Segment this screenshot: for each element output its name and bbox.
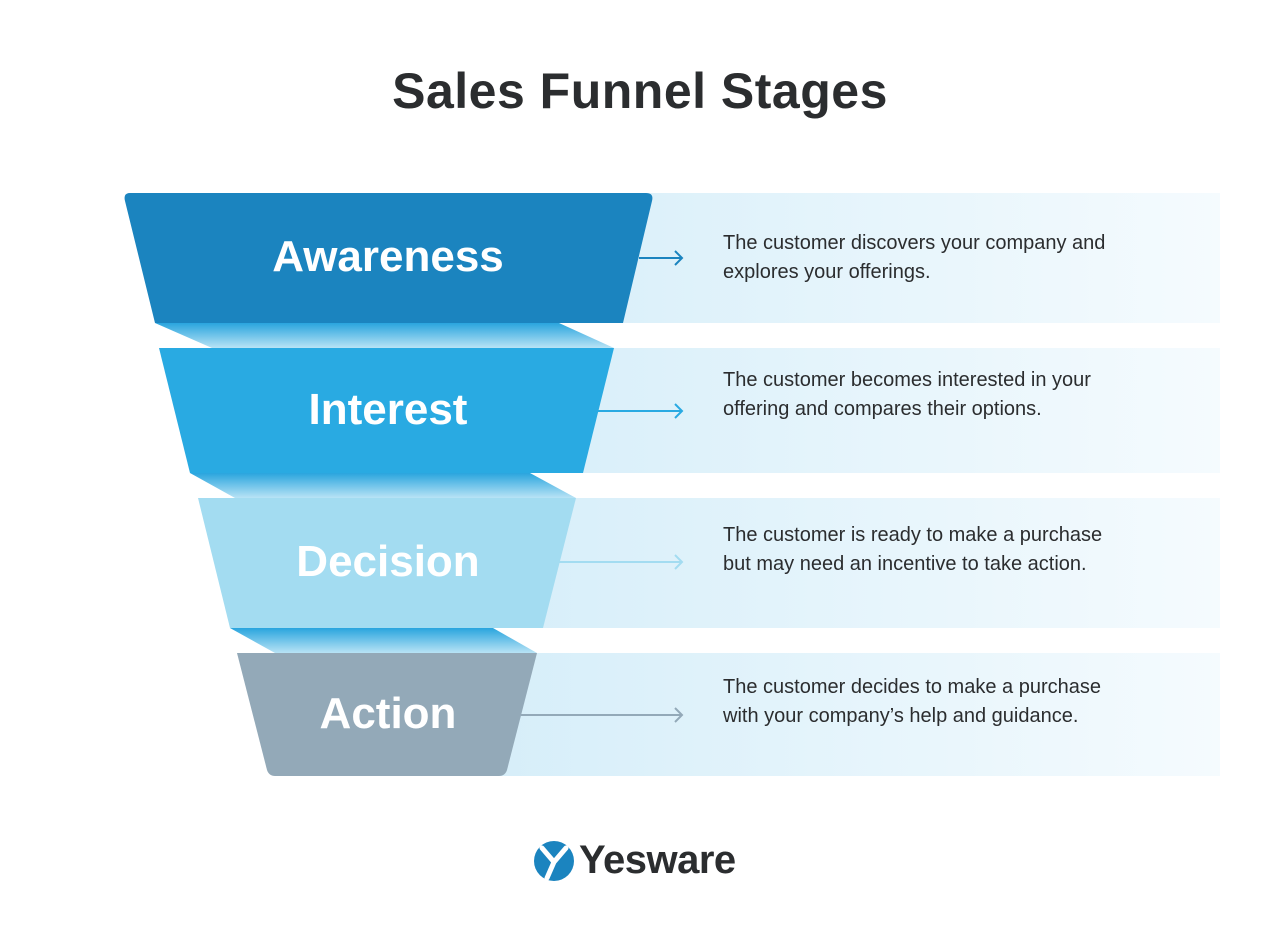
connector-2: [190, 473, 576, 498]
arrow-icon: [521, 707, 684, 723]
stage-description-action: The customer decides to make a purchase …: [723, 676, 1101, 727]
connector-1: [155, 323, 614, 348]
page-title: Sales Funnel Stages: [392, 63, 888, 119]
arrow-icon: [559, 554, 684, 570]
funnel-segment-action: [237, 653, 537, 776]
connector-3: [230, 628, 537, 653]
arrow-icon: [639, 250, 684, 266]
stage-description-decision: The customer is ready to make a purchase…: [723, 524, 1103, 575]
stage-description-interest: The customer becomes interested in your …: [723, 369, 1091, 420]
yesware-logo: Yesware: [533, 838, 736, 883]
yesware-logo-text: Yesware: [579, 838, 736, 882]
yesware-logo-icon: [534, 840, 574, 881]
stage-label-awareness: Awareness: [272, 232, 504, 281]
stage-label-decision: Decision: [296, 537, 480, 586]
funnel-segment-interest: [159, 348, 614, 473]
stage-label-action: Action: [319, 689, 457, 738]
funnel-segment-decision: [198, 498, 576, 628]
funnel-segment-awareness: [124, 193, 653, 323]
stage-description-awareness: The customer discovers your company and …: [723, 232, 1106, 283]
stage-label-interest: Interest: [308, 385, 468, 434]
arrow-icon: [598, 403, 684, 419]
